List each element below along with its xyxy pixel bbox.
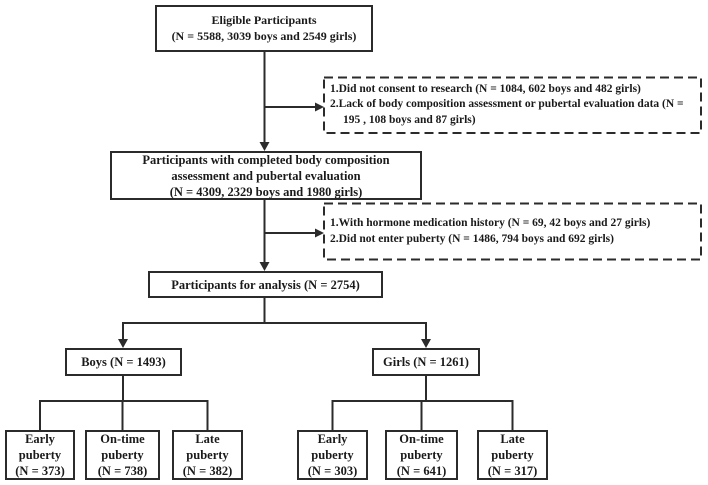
exclusion-1-box: 1.Did not consent to research (N = 1084,… (330, 79, 698, 131)
exclusion-1-item-2: 2.Lack of body composition assessment or… (330, 98, 684, 126)
boys-early-puberty-box: Early puberty (N = 373) (5, 430, 75, 480)
exclusion-2-item-1: 1.With hormone medication history (N = 6… (330, 216, 651, 229)
boys-box: Boys (N = 1493) (65, 348, 182, 376)
arrowhead-down-icon (421, 339, 431, 348)
arrowhead-down-icon (259, 262, 270, 271)
exclusion-1-item-1: 1.Did not consent to research (N = 1084,… (330, 82, 641, 95)
arrowhead-right-icon (315, 228, 324, 238)
exclusion-2-box: 1.With hormone medication history (N = 6… (330, 205, 698, 258)
completed-assessment-box: Participants with completed body composi… (110, 151, 422, 200)
girls-ontime-puberty-box: On-time puberty (N = 641) (385, 430, 458, 480)
arrowhead-right-icon (315, 102, 324, 112)
girls-early-puberty-box: Early puberty (N = 303) (297, 430, 368, 480)
girls-late-puberty-box: Late puberty (N = 317) (477, 430, 548, 480)
exclusion-2-item-2: 2.Did not enter puberty (N = 1486, 794 b… (330, 232, 614, 245)
exclusion1-dashed-border (323, 76, 702, 134)
girls-box: Girls (N = 1261) (372, 348, 480, 376)
eligible-participants-box: Eligible Participants (N = 5588, 3039 bo… (155, 5, 373, 52)
arrowhead-down-icon (118, 339, 128, 348)
exclusion2-dashed-border (323, 202, 702, 261)
arrowhead-down-icon (259, 142, 270, 151)
boys-late-puberty-box: Late puberty (N = 382) (172, 430, 243, 480)
analysis-box: Participants for analysis (N = 2754) (148, 271, 383, 298)
boys-ontime-puberty-box: On-time puberty (N = 738) (85, 430, 160, 480)
